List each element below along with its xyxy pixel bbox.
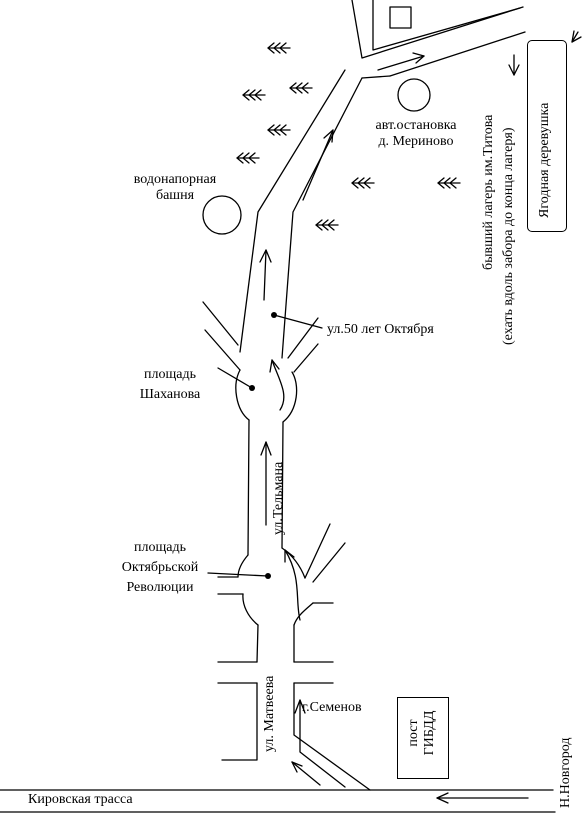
tree-icon xyxy=(267,124,291,136)
point-marker xyxy=(249,312,277,579)
gibdd-post-label: пост ГИБДД xyxy=(406,710,437,756)
tree-icon xyxy=(437,177,461,189)
city-semenov-label: г.Семенов xyxy=(302,700,362,715)
road-lower xyxy=(217,624,371,791)
camp-label-line1: бывший лагерь им.Титова xyxy=(481,114,496,270)
tree-icon xyxy=(242,89,266,101)
street-telmana-label: ул.Тельмана xyxy=(271,461,286,535)
berry-village-box xyxy=(527,40,567,232)
bus-stop-label: авт.остановка д. Мериново xyxy=(375,118,457,149)
water-tower-icon xyxy=(202,195,242,235)
street-matveeva-label: ул. Матвеева xyxy=(262,675,277,752)
tree-icon xyxy=(267,42,291,54)
kirov-highway-label: Кировская трасса xyxy=(28,792,133,807)
tree-icon xyxy=(315,219,339,231)
side-roads-shakhanov xyxy=(202,301,319,373)
berry-village-label: Ягодная деревушка xyxy=(537,102,552,218)
square-shakhanov-label: площадь Шаханова xyxy=(139,367,201,402)
marker-leaders xyxy=(207,314,323,577)
road-upper xyxy=(239,69,391,359)
road-middle xyxy=(247,419,284,556)
n-novgorod-label: Н.Новгород xyxy=(558,737,573,808)
street-50-let-label: ул.50 лет Октября xyxy=(327,322,434,337)
tree-icon xyxy=(351,177,375,189)
tree-icon xyxy=(236,152,260,164)
water-tower-label: водонапорная башня xyxy=(133,172,217,203)
road-top xyxy=(351,0,526,77)
gibdd-post-box xyxy=(397,697,449,779)
tree-icon xyxy=(289,82,313,94)
kirov-highway-lines xyxy=(0,789,556,813)
route-arrow-icon xyxy=(259,30,582,804)
camp-label-line2: (ехать вдоль забора до конца лагеря) xyxy=(501,127,516,346)
bus-stop-icon xyxy=(397,78,431,112)
square-october-label: площадь Октябрьской Революции xyxy=(121,540,199,595)
tree-icon xyxy=(236,42,461,231)
square-shakhanov-shape xyxy=(235,369,298,423)
building-icon xyxy=(389,6,412,29)
